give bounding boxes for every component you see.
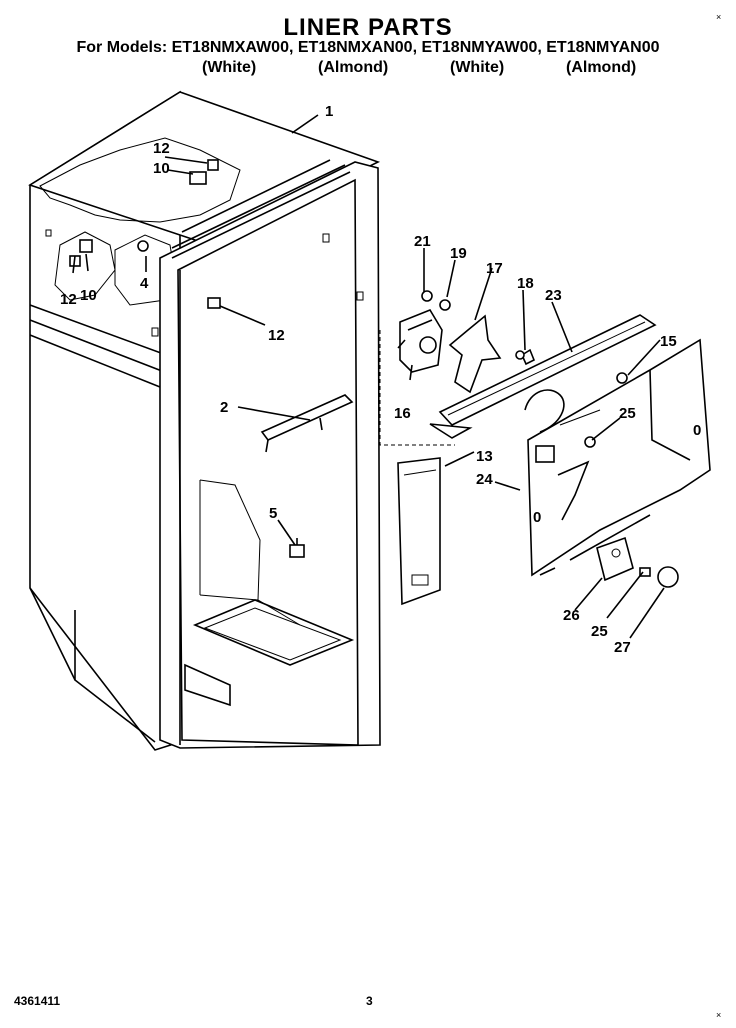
callout-12-left: 12	[60, 291, 77, 308]
variant-label-3: (White)	[450, 59, 505, 76]
document-code: 4361411	[14, 994, 61, 1008]
page-number: 3	[366, 994, 373, 1008]
callout-15: 15	[660, 333, 677, 350]
callout-23: 23	[545, 287, 562, 304]
callout-18: 18	[517, 275, 534, 292]
callout-1: 1	[325, 103, 333, 120]
callout-27: 27	[614, 639, 631, 656]
front-panel: 0 0	[397, 338, 711, 606]
callout-24: 24	[476, 471, 493, 488]
callout-25-lower: 25	[591, 623, 608, 640]
liner-cabinet	[28, 90, 455, 751]
callout-13: 13	[476, 448, 493, 465]
callout-4: 4	[140, 275, 149, 292]
variant-label-2: (Almond)	[318, 59, 389, 76]
callout-17: 17	[486, 260, 503, 277]
callout-12-top: 12	[153, 140, 170, 157]
variant-label-1: (White)	[202, 59, 257, 76]
variant-label-4: (Almond)	[566, 59, 637, 76]
callout-25-upper: 25	[619, 405, 636, 422]
svg-text:0: 0	[533, 509, 541, 526]
fan-motor-assembly	[397, 290, 536, 394]
callout-19: 19	[450, 245, 467, 262]
callout-16: 16	[394, 405, 411, 422]
callout-12-mid: 12	[268, 327, 285, 344]
page-title: LINER PARTS	[283, 14, 453, 41]
callout-2: 2	[220, 399, 228, 416]
svg-text:0: 0	[693, 422, 701, 439]
callout-10-left: 10	[80, 287, 97, 304]
leader-lines	[72, 114, 665, 639]
corner-mark-top-right: ×	[716, 12, 722, 22]
callout-26: 26	[563, 607, 580, 624]
callout-21: 21	[414, 233, 431, 250]
fasteners	[69, 159, 354, 558]
callout-10-top: 10	[153, 160, 170, 177]
models-line: For Models: ET18NMXAW00, ET18NMXAN00, ET…	[76, 39, 660, 56]
callout-5: 5	[269, 505, 277, 522]
callout-labels: 1 12 10 12 10 4 12 2 5 21 19 17 18 23 15…	[60, 103, 677, 656]
corner-mark-bottom-right: ×	[716, 1010, 722, 1020]
evaporator-cover	[429, 314, 657, 439]
